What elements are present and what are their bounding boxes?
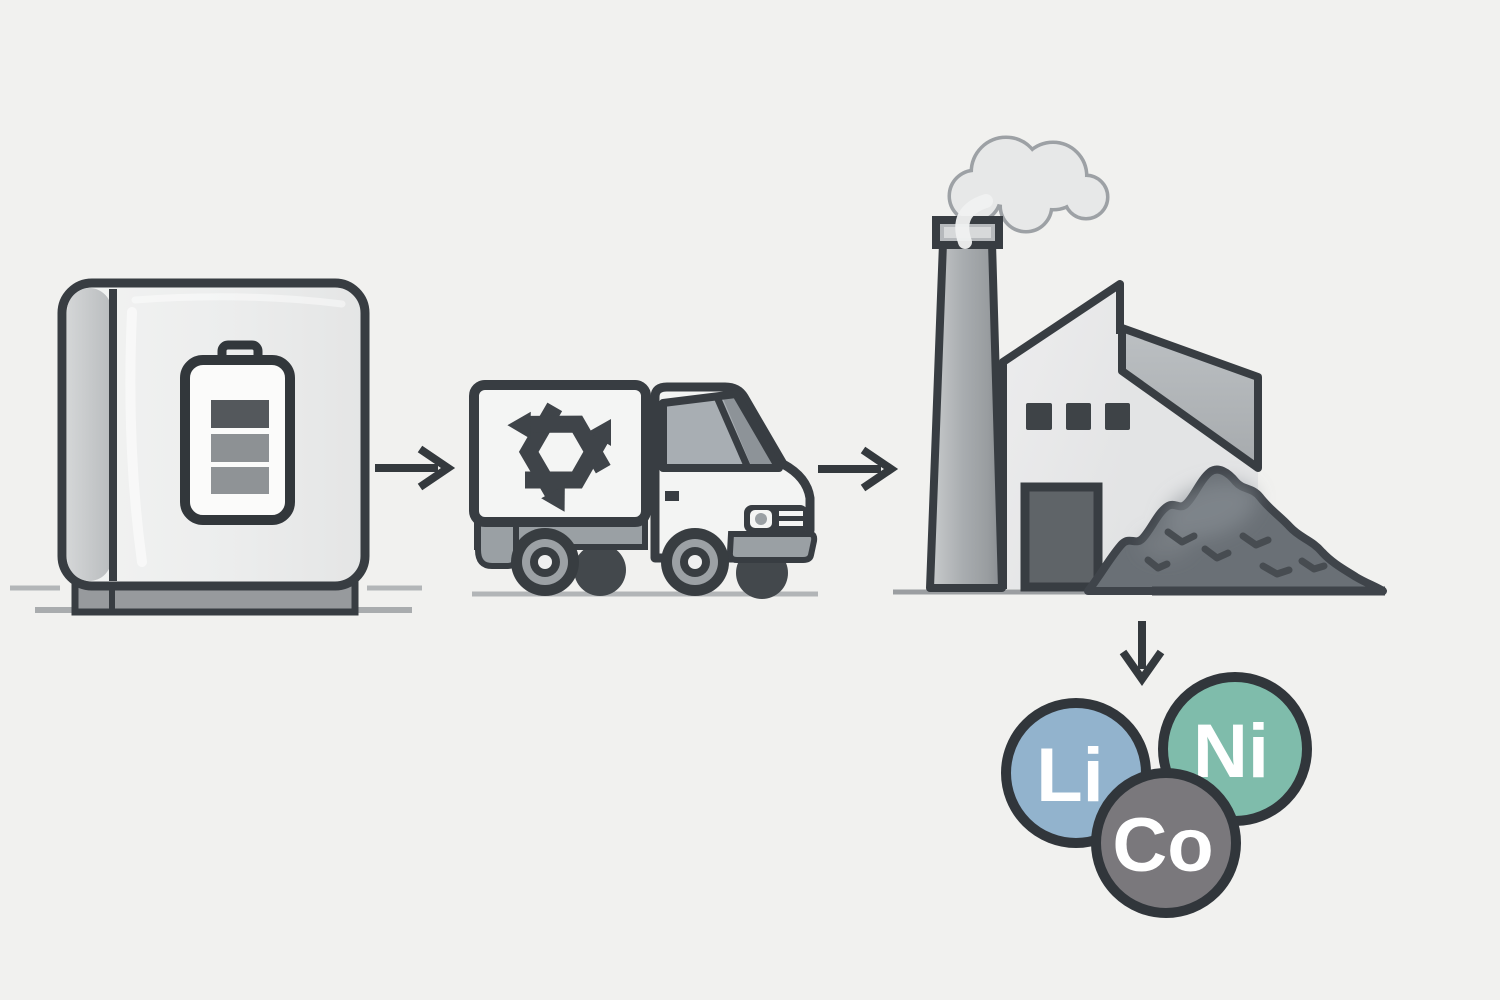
factory-window xyxy=(1066,403,1091,430)
factory-icon xyxy=(893,135,1387,596)
arrow-head xyxy=(417,445,456,491)
li-label: Li xyxy=(1036,733,1104,818)
pile-sheen xyxy=(1163,481,1257,539)
pile-mark xyxy=(1298,557,1328,573)
charge-bar-middle xyxy=(211,434,269,462)
sheen-highlight xyxy=(131,293,346,308)
recycle-band xyxy=(528,415,611,474)
battery-charge-icon xyxy=(180,340,295,525)
window-frame xyxy=(659,390,783,472)
arrow-head xyxy=(860,446,899,492)
front-wheel xyxy=(661,528,729,596)
factory-roof-band xyxy=(1118,324,1262,472)
pile-mark xyxy=(1259,562,1293,578)
recycle-arm xyxy=(507,411,611,474)
smoke-wisp xyxy=(955,194,993,249)
pile-mark xyxy=(1144,556,1171,572)
pile-texture xyxy=(1144,528,1328,578)
charge-bar-top xyxy=(211,400,269,428)
hub-cap xyxy=(688,555,702,569)
headlight-lens xyxy=(755,513,767,525)
cloud-lobe xyxy=(1002,182,1050,230)
recovered-materials: Li Ni Co xyxy=(1001,672,1312,918)
recycle-arrowhead xyxy=(541,485,565,512)
factory-window xyxy=(1105,403,1130,430)
hub-cap xyxy=(538,555,552,569)
chimney-shaft xyxy=(926,239,1006,592)
charge-bar-bottom xyxy=(211,467,269,494)
arrow-right-icon xyxy=(818,446,899,492)
co-circle xyxy=(1091,768,1241,918)
front-bumper xyxy=(726,531,818,563)
recycling-truck-icon xyxy=(469,380,818,599)
grille-slat xyxy=(779,511,803,516)
pile-mark xyxy=(1201,545,1232,562)
door-handle xyxy=(665,491,679,501)
factory-window xyxy=(1026,403,1052,430)
window-divider xyxy=(713,395,752,470)
factory-door xyxy=(1020,482,1103,592)
grille-slat xyxy=(779,521,803,526)
pile-body xyxy=(1084,465,1387,595)
recycle-symbol-icon xyxy=(507,402,611,512)
battery-pack-icon xyxy=(10,278,422,616)
material-circle-co: Co xyxy=(1091,768,1241,918)
cargo-box xyxy=(469,380,651,527)
smoke-cloud-icon xyxy=(947,135,1110,234)
arrow-down-icon xyxy=(1119,621,1165,686)
recycle-arrowhead xyxy=(507,411,531,439)
inner-wheel xyxy=(574,544,626,596)
battery-pack-side xyxy=(67,288,112,581)
rear-wheel xyxy=(511,528,579,596)
chimney xyxy=(926,194,1006,592)
arrow-head xyxy=(1119,649,1165,686)
pile-mark xyxy=(1239,532,1272,549)
pile-mark xyxy=(1164,528,1198,546)
factory-outline xyxy=(999,280,1124,589)
arrow-right-icon xyxy=(375,445,456,491)
co-label: Co xyxy=(1112,803,1213,888)
sheen-highlight xyxy=(125,307,147,567)
recycle-arrowhead xyxy=(588,419,611,446)
cloud-lobe xyxy=(1066,177,1106,217)
black-mass-pile-icon xyxy=(1084,465,1387,596)
